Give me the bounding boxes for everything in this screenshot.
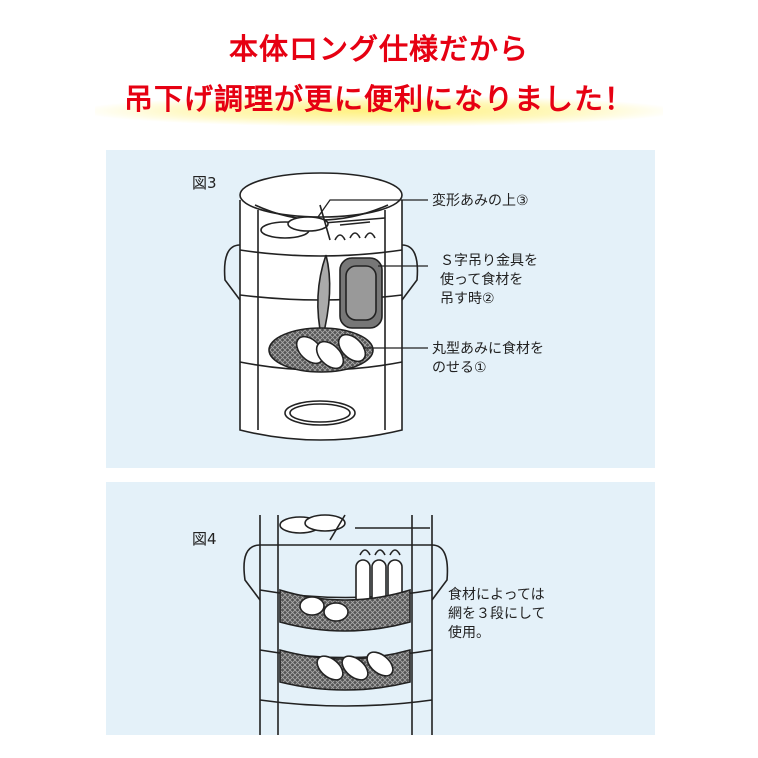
headline-highlight (95, 96, 663, 126)
figure-3-label: 図3 (192, 174, 217, 192)
note-line: 食材によっては (448, 587, 545, 603)
figure-3-note-mid: Ｓ字吊り金具を 使って食材を 吊す時② (440, 252, 538, 309)
note-line: 使って食材を (440, 272, 524, 288)
figure-3-note-top: 変形あみの上③ (432, 193, 529, 209)
note-line: 丸型あみに食材を (432, 341, 544, 357)
figure-3-note-bottom: 丸型あみに食材を のせる① (432, 340, 544, 378)
note-line: のせる① (432, 360, 487, 376)
note-line: 網を３段にして (448, 606, 546, 622)
figure-4-note: 食材によっては 網を３段にして 使用。 (448, 586, 546, 643)
note-line: Ｓ字吊り金具を (440, 253, 538, 269)
figure-4-label: 図4 (192, 530, 217, 548)
note-line: 吊す時② (440, 291, 495, 307)
headline-line-2: 吊下げ調理が更に便利になりました！ (123, 82, 634, 116)
note-line: 使用。 (448, 625, 490, 641)
headline-line-1: 本体ロング仕様だから (228, 32, 529, 66)
